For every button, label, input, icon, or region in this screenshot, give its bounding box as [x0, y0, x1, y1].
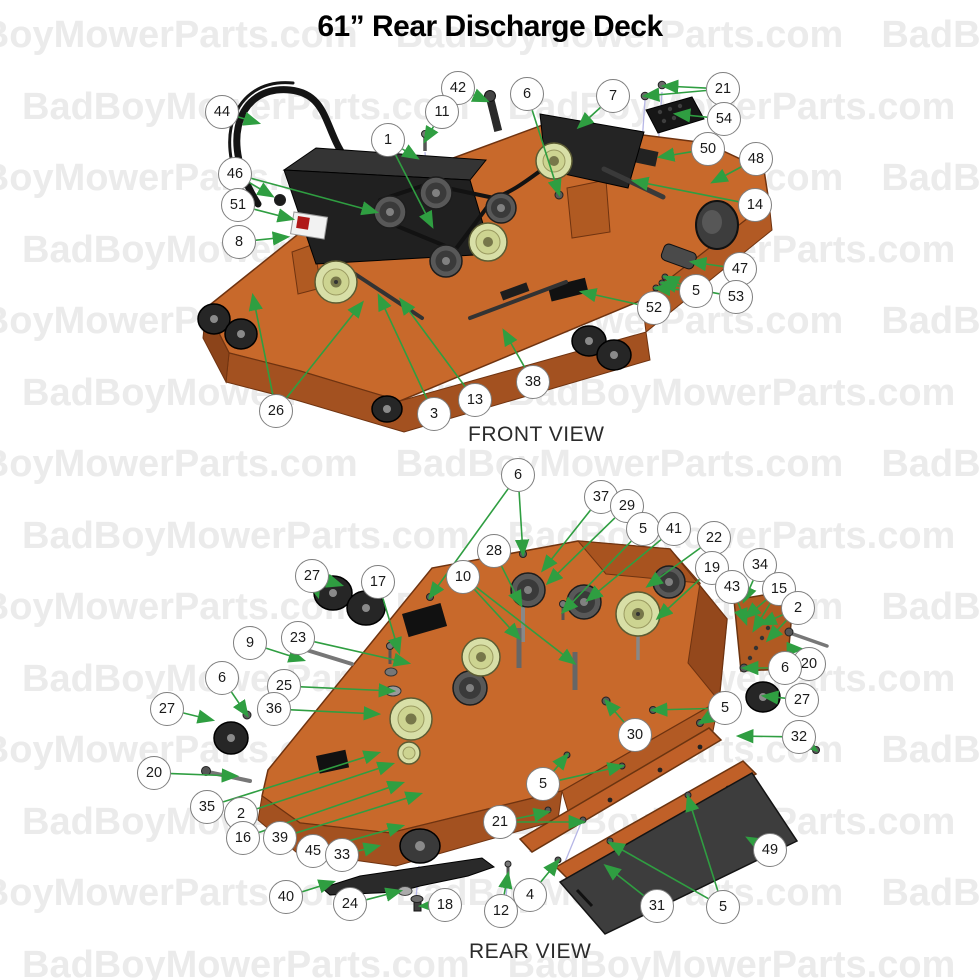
callout-rear-19-6: 19 [695, 551, 729, 585]
callout-front-50-8: 50 [691, 132, 725, 166]
callout-rear-29-2: 29 [610, 489, 644, 523]
callout-rear-32-39: 32 [782, 720, 816, 754]
page-title: 61” Rear Discharge Deck [317, 10, 663, 43]
callout-front-54-7: 54 [707, 102, 741, 136]
watermark-text: BadBoyMowerParts.com BadBoyMowerParts.co… [0, 443, 980, 485]
callout-front-7-4: 7 [596, 79, 630, 113]
callout-front-3-20: 3 [417, 397, 451, 431]
callout-rear-24-29: 24 [333, 887, 367, 921]
callout-rear-22-5: 22 [697, 521, 731, 555]
callout-front-8-13: 8 [222, 225, 256, 259]
callout-rear-41-4: 41 [657, 512, 691, 546]
callout-rear-4-32: 4 [513, 878, 547, 912]
callout-front-26-21: 26 [259, 394, 293, 428]
callout-rear-30-37: 30 [618, 718, 652, 752]
callout-front-38-18: 38 [516, 365, 550, 399]
callout-rear-5-38: 5 [526, 767, 560, 801]
callout-rear-6-18: 6 [205, 661, 239, 695]
callout-front-48-9: 48 [739, 142, 773, 176]
callout-rear-43-8: 43 [715, 570, 749, 604]
callout-rear-10-12: 10 [446, 560, 480, 594]
callout-rear-27-13: 27 [295, 559, 329, 593]
callout-rear-31-34: 31 [640, 889, 674, 923]
callout-rear-39-25: 39 [263, 821, 297, 855]
callout-rear-20-21: 20 [137, 756, 171, 790]
callout-rear-12-31: 12 [484, 894, 518, 928]
front-view-illustration [197, 80, 773, 433]
callout-rear-45-26: 45 [296, 834, 330, 868]
callout-front-13-19: 13 [458, 383, 492, 417]
callout-rear-6-0: 6 [501, 458, 535, 492]
callout-rear-9-15: 9 [233, 626, 267, 660]
callout-rear-21-33: 21 [483, 805, 517, 839]
callout-rear-17-14: 17 [361, 565, 395, 599]
callout-front-14-10: 14 [738, 188, 772, 222]
callout-rear-5-41: 5 [708, 691, 742, 725]
callout-front-44-0: 44 [205, 95, 239, 129]
callout-front-21-6: 21 [706, 72, 740, 106]
watermark-text: BadBoyMowerParts.com BadBoyMowerParts.co… [22, 85, 980, 128]
callout-rear-27-20: 27 [150, 692, 184, 726]
callout-rear-6-43: 6 [768, 651, 802, 685]
front-view-label: FRONT VIEW [468, 423, 605, 446]
callout-rear-49-36: 49 [753, 833, 787, 867]
callout-rear-40-28: 40 [269, 880, 303, 914]
callout-front-51-12: 51 [221, 188, 255, 222]
rear-view-label: REAR VIEW [469, 940, 592, 963]
callout-rear-5-3: 5 [626, 512, 660, 546]
callout-front-11-2: 11 [425, 95, 459, 129]
callout-rear-36-19: 36 [257, 692, 291, 726]
callout-rear-35-22: 35 [190, 790, 224, 824]
watermark-text: BadBoyMowerParts.com BadBoyMowerParts.co… [22, 943, 980, 980]
callout-front-6-3: 6 [510, 77, 544, 111]
callout-rear-23-16: 23 [281, 621, 315, 655]
callout-rear-27-40: 27 [785, 683, 819, 717]
callout-front-46-11: 46 [218, 157, 252, 191]
callout-rear-2-10: 2 [781, 591, 815, 625]
callout-front-1-5: 1 [371, 123, 405, 157]
callout-rear-28-11: 28 [477, 534, 511, 568]
callout-front-5-15: 5 [679, 274, 713, 308]
callout-rear-33-27: 33 [325, 838, 359, 872]
callout-front-53-16: 53 [719, 280, 753, 314]
watermark-text: BadBoyMowerParts.com BadBoyMowerParts.co… [0, 14, 980, 56]
callout-rear-34-7: 34 [743, 548, 777, 582]
callout-rear-18-30: 18 [428, 888, 462, 922]
callout-rear-5-35: 5 [706, 890, 740, 924]
callout-rear-16-24: 16 [226, 821, 260, 855]
callout-front-52-17: 52 [637, 291, 671, 325]
